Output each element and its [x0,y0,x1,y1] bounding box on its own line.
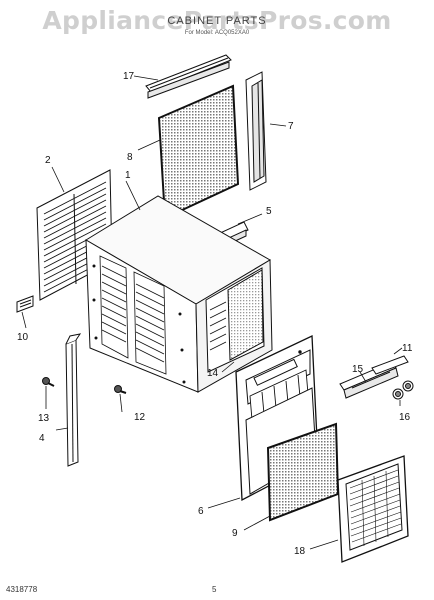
watermark-text: AppliancePartsPros.com [42,6,392,35]
bracket-end [371,355,409,375]
callout-6: 7 [288,121,294,132]
callout-15: 15 [352,364,364,375]
callout-8: 6 [198,506,204,517]
callout-14: 14 [207,368,219,379]
label-plate [16,295,34,313]
callout-labels: 17 7 8 2 1 5 10 14 13 12 4 15 11 16 6 9 … [17,71,413,557]
callout-10: 9 [232,528,238,539]
callout-4: 4 [39,433,45,444]
control-knobs [392,380,414,400]
page-number: 5 [212,585,217,594]
callout-1: 1 [125,170,131,181]
front-grille [337,455,409,563]
callout-5: 5 [266,206,272,217]
callout-7: 8 [127,152,133,163]
callout-11: 11 [402,343,413,354]
model-subtitle: For Model: ACQ052XA0 [184,30,250,36]
side-channel [245,71,267,191]
leader-lines [21,75,403,550]
screw-12 [114,385,127,394]
callout-12: 12 [134,412,146,423]
callout-18: 18 [294,546,306,557]
front-filter-mesh [266,422,340,522]
callout-13: 13 [38,413,50,424]
document-number: 4318778 [6,585,38,594]
top-channel-strip [145,54,232,99]
callout-17: 17 [123,71,135,82]
callout-16: 16 [399,412,411,423]
vertical-gasket-strip [65,333,82,467]
callout-9: 10 [17,332,29,343]
callout-2: 2 [45,155,51,166]
rear-filter-mesh [157,84,240,220]
diagram-title: CABINET PARTS [167,15,267,27]
screw-13 [42,377,55,387]
cabinet-housing [85,195,273,393]
